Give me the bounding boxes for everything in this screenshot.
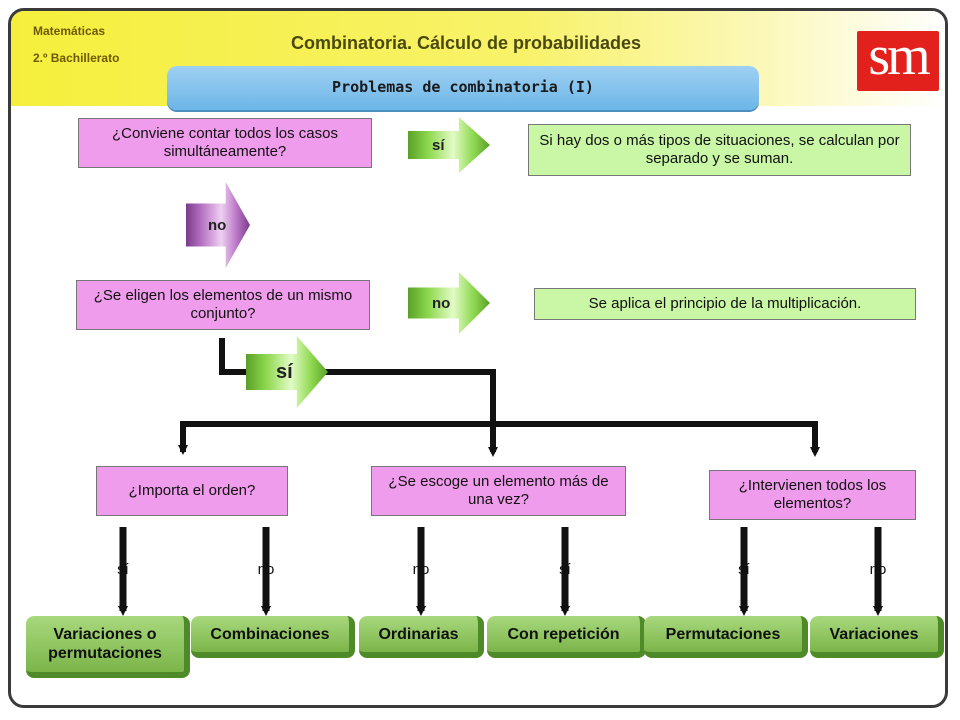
order-yes-label: sí (117, 561, 129, 578)
order-no-label: no (257, 561, 275, 578)
order-question: ¿Importa el orden? (96, 466, 288, 516)
result-variaciones: Variaciones (810, 616, 944, 658)
q1-no-label: no (208, 216, 227, 234)
q2-no-result: Se aplica el principio de la multiplicac… (534, 288, 916, 320)
result-variaciones-o-permutaciones: Variaciones o permutaciones (26, 616, 190, 678)
page-title: Combinatoria. Cálculo de probabilidades (291, 33, 642, 53)
all-no-label: no (869, 561, 887, 578)
q2-no-label: no (432, 294, 451, 312)
branch-bar (180, 421, 820, 457)
q1-yes-label: sí (432, 136, 445, 154)
result-permutaciones: Permutaciones (644, 616, 808, 658)
section-title: Problemas de combinatoria (I) (332, 78, 594, 96)
repeat-question: ¿Se escoge un elemento más de una vez? (371, 466, 626, 516)
q1-box: ¿Conviene contar todos los casos simultá… (78, 118, 372, 168)
repeat-yes-label: sí (559, 561, 571, 578)
sm-logo: sm (857, 28, 939, 91)
section-banner: Problemas de combinatoria (I) (167, 66, 759, 110)
all-yes-label: sí (738, 561, 750, 578)
q2-box: ¿Se eligen los elementos de un mismo con… (76, 280, 370, 330)
result-combinaciones: Combinaciones (191, 616, 355, 658)
course-label: 2.º Bachillerato (33, 51, 120, 65)
q1-yes-result: Si hay dos o más tipos de situaciones, s… (528, 124, 911, 176)
q2-yes-label: sí (276, 360, 293, 383)
subject-label: Matemáticas (33, 24, 106, 38)
result-con-repeticion: Con repetición (487, 616, 646, 658)
all-question: ¿Intervienen todos los elementos? (709, 470, 916, 520)
result-ordinarias: Ordinarias (359, 616, 484, 658)
repeat-no-label: no (412, 561, 430, 578)
q2-yes-connector (219, 338, 498, 457)
